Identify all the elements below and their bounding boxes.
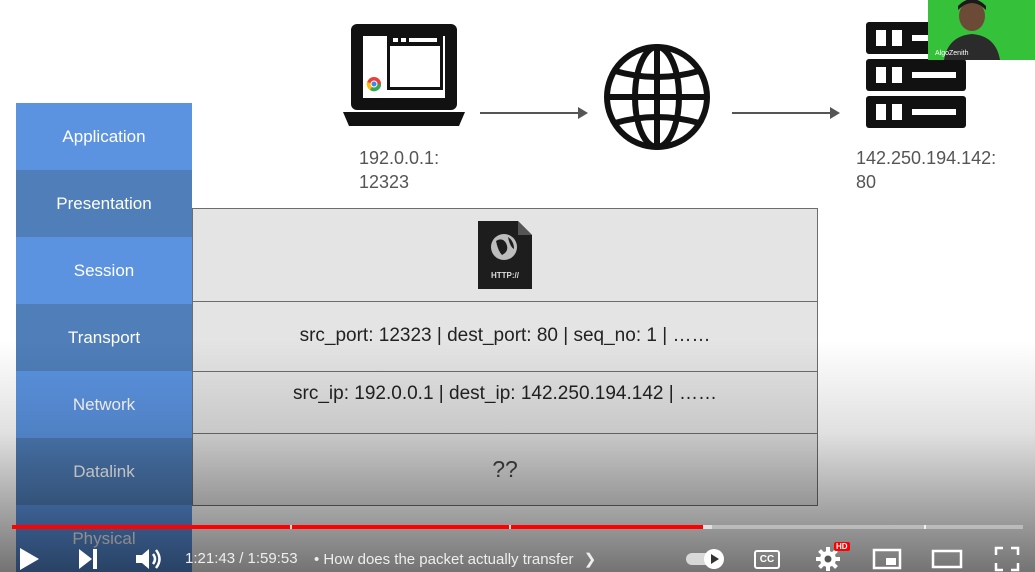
osi-layer-presentation: Presentation	[16, 170, 192, 237]
chapter-link[interactable]: • How does the packet actually transfer …	[314, 550, 596, 568]
cc-icon: CC	[754, 549, 780, 569]
arrow-internet-to-server	[732, 107, 840, 119]
packet-network-row: src_ip: 192.0.0.1 | dest_ip: 142.250.194…	[193, 371, 817, 434]
packet-diagram: HTTP:// src_port: 12323 | dest_port: 80 …	[192, 208, 818, 506]
webcam-channel-name: AlgoZenith	[935, 50, 969, 57]
hd-badge: HD	[834, 542, 850, 551]
osi-layer-application: Application	[16, 103, 192, 170]
osi-layer-session: Session	[16, 237, 192, 304]
bullet-separator: •	[314, 551, 324, 568]
osi-layer-network: Network	[16, 371, 192, 438]
globe-icon	[602, 42, 712, 152]
miniplayer-icon	[872, 548, 902, 570]
http-label: HTTP://	[491, 271, 519, 280]
theater-icon	[931, 549, 963, 569]
laptop-chrome-icon	[343, 22, 465, 130]
chapter-marker	[924, 525, 926, 529]
client-address: 192.0.0.1: 12323	[359, 146, 439, 194]
play-button[interactable]	[14, 545, 44, 572]
packet-application-row: HTTP://	[193, 209, 817, 302]
client-ip: 192.0.0.1:	[359, 148, 440, 168]
theater-mode-button[interactable]	[930, 547, 964, 571]
server-port: 80	[856, 172, 877, 192]
arrow-client-to-internet	[480, 107, 588, 119]
volume-button[interactable]	[132, 545, 164, 572]
packet-transport-row: src_port: 12323 | dest_port: 80 | seq_no…	[193, 301, 817, 372]
time-display: 1:21:43 / 1:59:53	[185, 550, 298, 567]
autoplay-toggle[interactable]	[684, 548, 726, 570]
fullscreen-button[interactable]	[992, 546, 1022, 572]
subtitles-button[interactable]: CC	[752, 547, 782, 571]
fullscreen-icon	[994, 546, 1020, 572]
next-button[interactable]	[74, 545, 102, 572]
server-ip: 142.250.194.142:	[856, 148, 997, 168]
http-file-icon: HTTP://	[478, 221, 532, 289]
chevron-right-icon: ❯	[583, 551, 597, 568]
osi-layer-transport: Transport	[16, 304, 192, 371]
client-port: 12323	[359, 172, 410, 192]
chapter-title: How does the packet actually transfer	[323, 551, 574, 568]
progress-played	[12, 525, 703, 529]
webcam-overlay	[928, 0, 1035, 60]
chapter-marker	[509, 525, 511, 529]
miniplayer-button[interactable]	[871, 547, 903, 571]
server-address: 142.250.194.142: 80	[856, 146, 996, 194]
osi-layer-datalink: Datalink	[16, 438, 192, 505]
chapter-marker	[290, 525, 292, 529]
packet-datalink-row: ??	[492, 456, 518, 482]
